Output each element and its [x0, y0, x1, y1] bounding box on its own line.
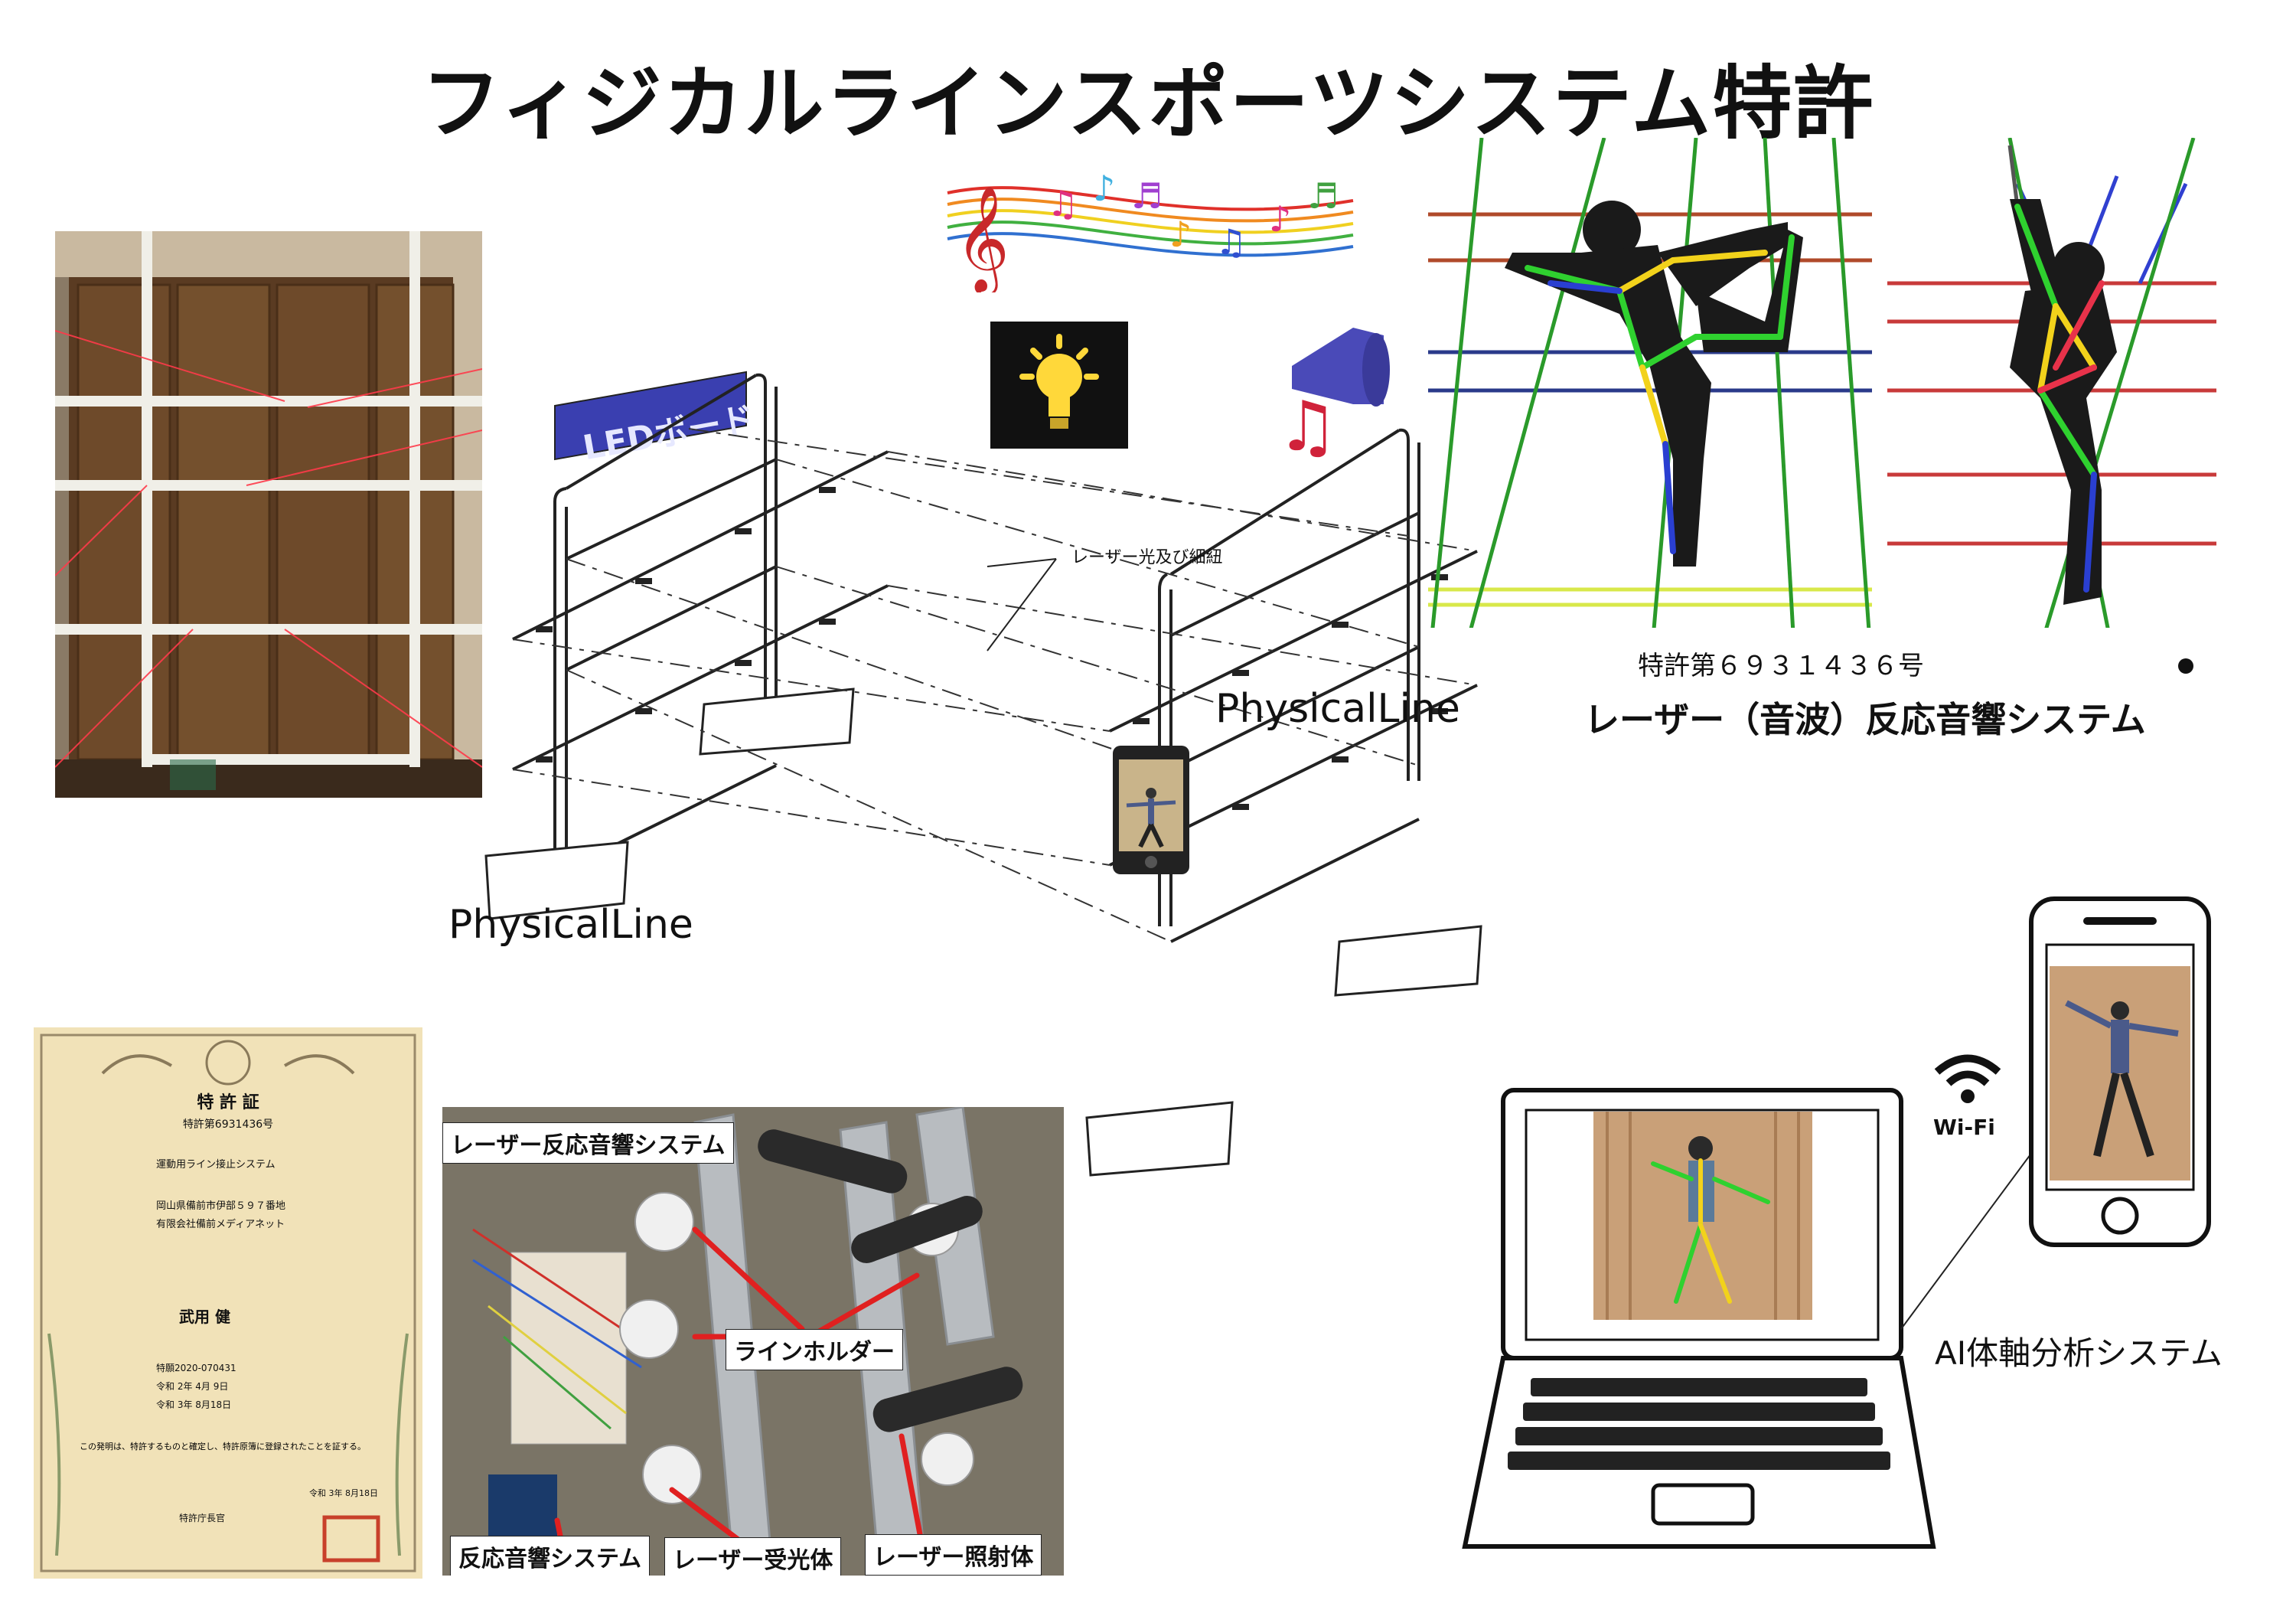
- patent-number-line: 特許第６９３１４３６号: [1638, 651, 1924, 681]
- patent-certificate: 特 許 証 特許第6931436号 運動用ライン接止システム 岡山県備前市伊部５…: [34, 1027, 422, 1579]
- certificate-application-no: 特願2020-070431: [156, 1363, 236, 1373]
- page-title: フィジカルラインスポーツシステム特許: [421, 57, 1875, 150]
- certificate-inventor: 武用 健: [179, 1308, 230, 1326]
- treble-clef-icon: 𝄞: [955, 185, 1009, 292]
- certificate-date: 令和 3年 8月18日: [309, 1488, 378, 1498]
- music-note-icon: ♫: [1047, 183, 1078, 224]
- physical-line-label-right: PhysicalLine: [1215, 686, 1460, 732]
- wifi-label: Wi-Fi: [1933, 1115, 1995, 1140]
- certificate-filing-date: 令和 2年 4月 9日: [156, 1381, 229, 1392]
- laptop-icon: [1462, 1088, 1936, 1549]
- certificate-holder-company: 有限会社備前メディアネット: [156, 1219, 285, 1230]
- smartphone-icon: [2029, 896, 2211, 1247]
- certificate-issuer: 特許庁長官: [179, 1513, 226, 1523]
- certificate-invention-name: 運動用ライン接止システム: [156, 1159, 276, 1171]
- skeleton-analysis-panel: [1428, 138, 2216, 674]
- speaker-icon: ♫: [1277, 328, 1390, 458]
- hardware-photo: レーザー反応音響システム ラインホルダー 反応音響システム レーザー受光体 レー…: [442, 1107, 1064, 1576]
- certificate-registration-date: 令和 3年 8月18日: [156, 1399, 232, 1410]
- physical-line-diagram: LEDボード: [484, 371, 1482, 1177]
- light-bulb-icon: [990, 322, 1128, 449]
- music-note-icon: ♬: [1131, 175, 1163, 217]
- laser-acoustic-system-tag: レーザー反応音響システム: [442, 1122, 734, 1164]
- patent-system-caption: レーザー（音波）反応音響システム: [1584, 699, 2146, 740]
- laser-receiver-tag: レーザー受光体: [664, 1537, 842, 1576]
- certificate-statement: この発明は、特許するものと確定し、特許原簿に登録されたことを証する。: [80, 1442, 366, 1452]
- music-notes-image: 𝄞 ♫ ♪ ♬ ♪ ♫ ♪ ♬: [947, 168, 1354, 292]
- music-note-icon: ♪: [1269, 198, 1291, 240]
- certificate-number: 特許第6931436号: [182, 1118, 274, 1131]
- music-note-icon: ♫: [1277, 387, 1339, 458]
- acoustic-system-tag: 反応音響システム: [450, 1536, 651, 1576]
- music-note-icon: ♫: [1215, 221, 1247, 263]
- music-note-icon: ♬: [1307, 175, 1339, 217]
- frame-laser-photo: [55, 231, 482, 798]
- line-holder-tag: ラインホルダー: [726, 1329, 903, 1370]
- music-note-icon: ♪: [1093, 168, 1115, 209]
- physical-line-label-left: PhysicalLine: [448, 902, 693, 948]
- laser-line-label: レーザー光及び細紐: [1071, 548, 1223, 567]
- certificate-holder-address: 岡山県備前市伊部５９７番地: [156, 1200, 286, 1212]
- certificate-heading: 特 許 証: [197, 1093, 259, 1112]
- laser-emitter-tag: レーザー照射体: [865, 1534, 1042, 1576]
- frame-smartphone: [1113, 746, 1189, 874]
- music-note-icon: ♪: [1169, 214, 1192, 255]
- ai-analysis-label: AI体軸分析システム: [1935, 1334, 2223, 1372]
- wifi-icon: [1934, 1054, 2001, 1103]
- connection-line: [1900, 1151, 2033, 1330]
